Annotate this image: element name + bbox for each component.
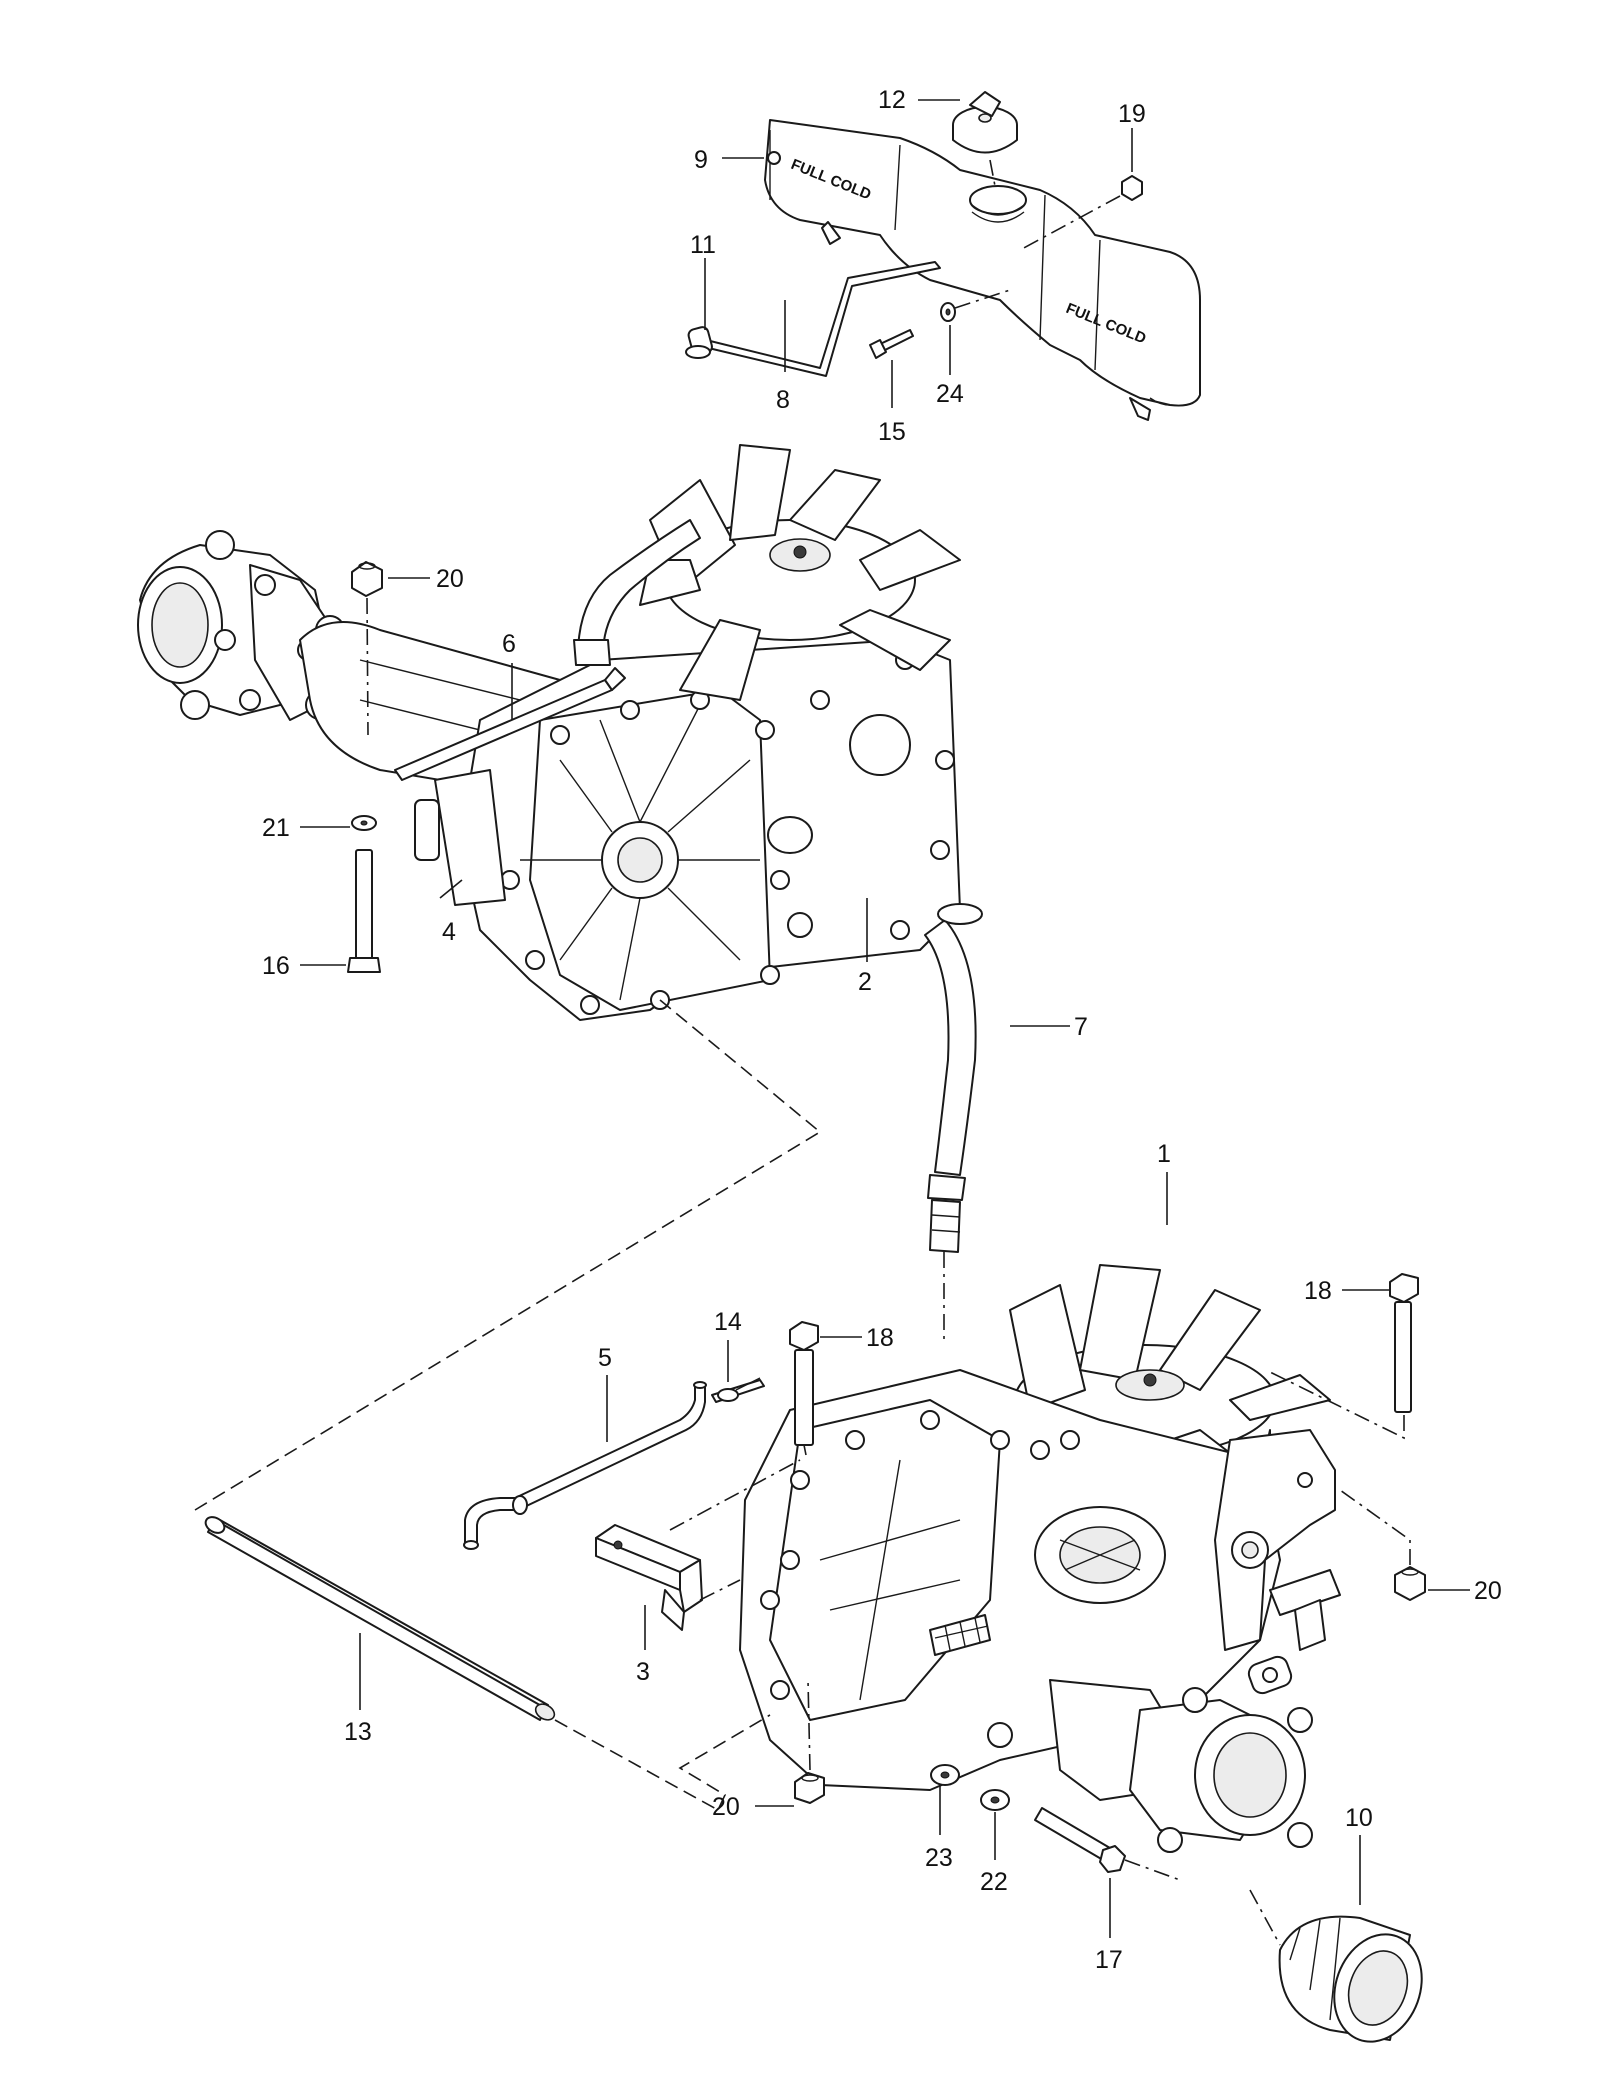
lower-cooling-fan [1009, 1264, 1331, 1506]
assembly-path [194, 999, 822, 1812]
tube-13 [204, 1516, 556, 1721]
callout-4: 4 [442, 918, 456, 946]
bolt-17 [1034, 1807, 1126, 1873]
bolt-15 [869, 329, 914, 359]
washer-23 [930, 1764, 960, 1786]
callout-20-right: 20 [1474, 1577, 1502, 1605]
leader-dash-24 [954, 289, 1011, 309]
callout-13: 13 [344, 1718, 372, 1746]
leader-dash-bracket-bot [699, 1579, 741, 1601]
leader-dash-bolt-17 [1124, 1859, 1181, 1881]
callout-labels: 12 19 9 11 8 15 24 20 6 21 4 16 2 7 1 18… [262, 86, 1502, 1974]
callout-6: 6 [502, 630, 516, 658]
callout-12: 12 [878, 86, 906, 114]
leader-dash-bracket-top [669, 1459, 801, 1531]
leader-dash-20-upper [366, 597, 369, 736]
bolt-18-left [789, 1321, 819, 1446]
nut-19 [1121, 175, 1143, 201]
oil-filter-10 [1278, 1915, 1423, 2043]
washer-22 [980, 1789, 1010, 1811]
callout-leaders [300, 99, 1470, 1938]
leader-dash-18-left [803, 1444, 807, 1456]
callout-23: 23 [925, 1844, 953, 1872]
callout-19: 19 [1118, 100, 1146, 128]
reservoir-cap [952, 91, 1018, 154]
callout-11: 11 [690, 231, 716, 259]
nut-20-right [1394, 1566, 1426, 1601]
reservoir-tank: FULL COLD FULL COLD [764, 119, 1201, 421]
callout-2: 2 [858, 968, 872, 996]
callout-15: 15 [878, 418, 906, 446]
bracket-3 [595, 1524, 703, 1631]
leader-dash-19 [1019, 195, 1121, 251]
washer-21 [351, 815, 377, 831]
control-rod-5 [463, 1381, 707, 1550]
callout-7: 7 [1074, 1013, 1088, 1041]
hose-7 [924, 903, 983, 1253]
callout-20-upper: 20 [436, 565, 464, 593]
callout-17: 17 [1095, 1946, 1123, 1974]
callout-1: 1 [1157, 1140, 1171, 1168]
callout-5: 5 [598, 1344, 612, 1372]
callout-20-bottom: 20 [712, 1793, 740, 1821]
callout-8: 8 [776, 386, 790, 414]
cotter-pin-14 [711, 1377, 765, 1403]
reservoir-neck [969, 185, 1027, 223]
callout-16: 16 [262, 952, 290, 980]
callout-14: 14 [714, 1308, 742, 1336]
callout-24: 24 [936, 380, 964, 408]
callout-21: 21 [262, 814, 290, 842]
leader-dash-20-bottom [807, 1679, 811, 1771]
leader-dash-cap [989, 159, 996, 187]
callout-10: 10 [1345, 1804, 1373, 1832]
leader-dash-filter [1249, 1889, 1281, 1946]
vent-tube [685, 261, 941, 377]
callout-3: 3 [636, 1658, 650, 1686]
bolt-18-right [1389, 1273, 1419, 1413]
leader-dash-20-right [1339, 1489, 1411, 1565]
upper-hose [573, 519, 701, 666]
callout-18-left: 18 [866, 1324, 894, 1352]
nut-20-upper [351, 561, 383, 597]
lower-transaxle [739, 1264, 1341, 1853]
callout-9: 9 [694, 146, 708, 174]
washer-24 [940, 302, 956, 322]
leader-dash-18-right [1269, 1371, 1405, 1440]
bolt-16 [347, 849, 381, 973]
upper-transaxle [137, 444, 961, 1021]
callout-22: 22 [980, 1868, 1008, 1896]
nut-20-bottom [794, 1772, 825, 1804]
lower-cover-bolts [760, 1410, 1080, 1700]
callout-18-right: 18 [1304, 1277, 1332, 1305]
bypass-rod [394, 667, 626, 781]
